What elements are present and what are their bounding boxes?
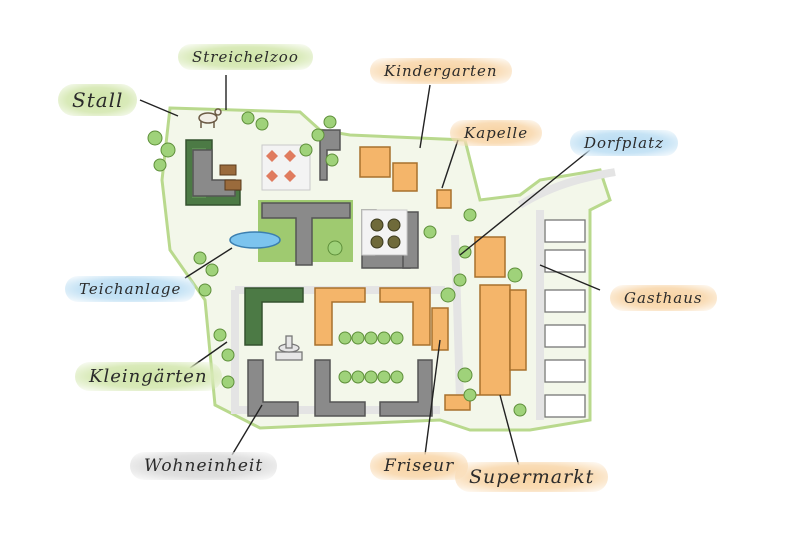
label-wohneinheit: Wohneinheit <box>130 452 278 480</box>
label-kapelle: Kapelle <box>450 120 543 146</box>
supermarkt-annex <box>509 289 527 371</box>
wohneinheit-3 <box>379 359 433 417</box>
bench-1 <box>219 164 237 176</box>
wohneinheit-top-1 <box>319 129 341 181</box>
callout-lines <box>139 75 601 471</box>
label-supermarkt: Supermarkt <box>455 462 609 492</box>
label-dorfplatz: Dorfplatz <box>570 130 679 156</box>
petting-zoo-stars <box>266 150 296 182</box>
courtyard-trees <box>338 331 404 384</box>
wohneinheit-1 <box>247 359 299 417</box>
gasthaus-building <box>474 236 506 278</box>
fountain <box>275 335 303 361</box>
perimeter-trees <box>147 111 527 417</box>
bench-2 <box>224 179 242 191</box>
garden-area-2 <box>361 209 408 256</box>
orange-roof-2 <box>379 287 431 346</box>
wohneinheit-green-t <box>261 202 351 266</box>
pond <box>229 231 281 249</box>
goat-figure <box>198 108 222 128</box>
green-roof-building <box>244 287 304 346</box>
label-gasthaus: Gasthaus <box>610 285 717 311</box>
label-friseur: Friseur <box>370 452 469 480</box>
row-houses <box>544 219 586 418</box>
dark-trees <box>370 218 401 249</box>
kapelle-building <box>436 189 452 209</box>
label-streichelzoo: Streichelzoo <box>178 44 313 70</box>
label-stall: Stall <box>58 84 138 116</box>
friseur-building <box>431 307 449 351</box>
wohneinheit-2 <box>314 359 366 417</box>
label-kindergarten: Kindergarten <box>370 58 512 84</box>
kindergarten-building-1 <box>359 146 391 178</box>
orange-roof-1 <box>314 287 366 346</box>
kindergarten-building-2 <box>392 162 418 192</box>
label-kleingaerten: Kleingärten <box>75 362 222 391</box>
label-teichanlage: Teichanlage <box>65 276 196 302</box>
